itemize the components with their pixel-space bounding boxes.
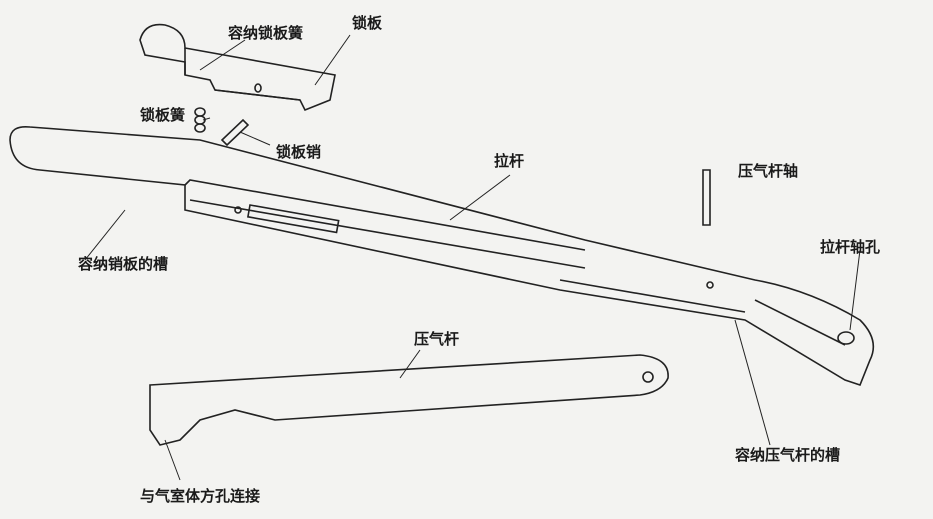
lock-spring [194,107,206,133]
label-press-rod-slot: 容纳压气杆的槽 [735,446,841,464]
label-lock-plate: 锁板 [352,14,383,32]
label-press-rod: 压气杆 [414,330,460,348]
label-pull-rod-axle-hole: 拉杆轴孔 [820,238,881,256]
label-lock-pin: 锁板销 [276,143,322,161]
pull-rod-part [9,125,875,386]
label-pull-rod: 拉杆 [494,152,525,170]
leader-lines [84,34,861,481]
label-chamber-connection: 与气室体方孔连接 [140,487,261,505]
label-pin-plate-slot: 容纳销板的槽 [78,255,169,273]
press-rod-part [149,354,669,446]
lock-plate-part [139,23,336,112]
label-lock-spring-slot: 容纳锁板簧 [228,24,304,42]
label-lock-spring: 锁板簧 [140,106,186,124]
lock-pin [220,118,250,147]
label-press-rod-axle: 压气杆轴 [738,162,799,180]
press-rod-axle [702,169,711,226]
